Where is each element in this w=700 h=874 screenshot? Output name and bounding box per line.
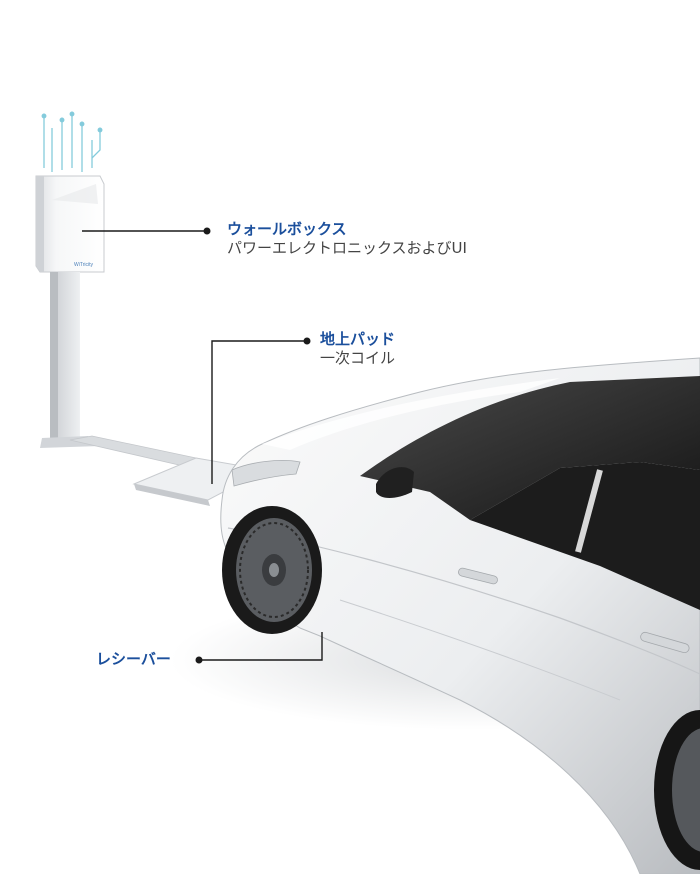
car	[220, 357, 700, 874]
headlight	[231, 460, 301, 487]
side-mirror	[376, 467, 414, 498]
wallbox-post	[40, 272, 100, 448]
windshield	[360, 376, 700, 520]
callout-receiver: レシーバー	[96, 650, 171, 669]
leader-ground-pad	[211, 340, 307, 484]
callout-ground-pad: 地上パッド 一次コイル	[320, 330, 395, 368]
leader-lines	[82, 230, 323, 661]
callout-receiver-title: レシーバー	[96, 650, 171, 668]
callout-ground-pad-subtitle: 一次コイル	[320, 348, 396, 367]
front-wheel	[222, 506, 322, 634]
leader-receiver	[199, 632, 323, 661]
wallbox-brand: WiTricity	[74, 262, 93, 268]
door-handle	[640, 631, 690, 654]
leader-dot	[303, 337, 311, 345]
leader-dot	[203, 227, 211, 235]
callout-wallbox-title: ウォールボックス	[227, 220, 347, 238]
rear-wheel	[654, 710, 700, 870]
door-handle	[458, 567, 498, 585]
callout-ground-pad-title: 地上パッド	[320, 330, 396, 348]
leader-dot	[195, 656, 203, 664]
callout-wallbox: ウォールボックス パワーエレクトロニックスおよびUI	[227, 220, 467, 258]
callout-wallbox-subtitle: パワーエレクトロニックスおよびUI	[227, 238, 467, 257]
energy-lines-icon	[41, 111, 103, 172]
wallbox: WiTricity	[35, 175, 105, 273]
